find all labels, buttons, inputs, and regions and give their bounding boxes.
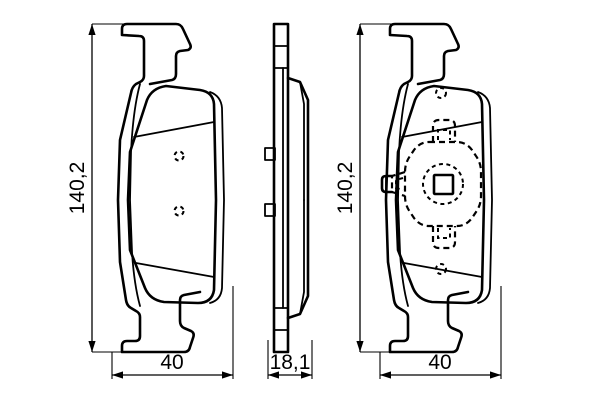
clip-arm-lower [431, 226, 457, 250]
front-rivet-hole-lower [173, 205, 185, 217]
clip-arm-left [390, 170, 406, 198]
rear-friction-material-inner-edge [477, 91, 493, 304]
clip-body-outline [403, 140, 483, 228]
side-width-arrow-right [301, 371, 312, 379]
side-retaining-tab-lower [264, 203, 276, 217]
clip-arm-lower-inner [437, 228, 451, 239]
side-view [264, 22, 310, 354]
rear-rivet-hole-lower [435, 263, 447, 275]
rear-chamfer-line-upper [401, 121, 483, 138]
front-width-dimension-label: 40 [160, 351, 183, 374]
front-width-arrow-left [112, 371, 123, 379]
front-rivet-hole-upper [173, 150, 185, 162]
rear-chamfer-line-lower [403, 262, 483, 278]
clip-pin-protrusion [380, 174, 394, 194]
side-friction-bevel-lower [299, 199, 305, 315]
front-height-dimension: 140,2 [66, 23, 128, 353]
rear-height-arrow-bottom [356, 341, 364, 352]
rear-width-arrow-right [490, 371, 501, 379]
side-backing-plate-outline [272, 22, 290, 354]
side-retaining-tab-upper [264, 147, 276, 161]
rear-width-arrow-left [380, 371, 391, 379]
rear-height-dimension-label: 140,2 [334, 162, 357, 215]
rear-friction-material-outline [394, 84, 486, 305]
clip-center-circle [422, 163, 464, 205]
clip-arm-upper-inner [437, 129, 451, 140]
front-chamfer-line-lower [135, 262, 215, 278]
rear-height-dimension: 140,2 [334, 23, 396, 353]
side-friction-material-outline [286, 76, 310, 320]
rear-width-dimension: 40 [379, 286, 502, 379]
front-height-arrow-top [88, 24, 96, 35]
rear-plate-waist-line [397, 83, 409, 307]
side-width-dimension: 18,1 [267, 340, 313, 379]
rear-height-arrow-top [356, 24, 364, 35]
front-plate-waist-line [129, 83, 141, 307]
side-width-dimension-label: 18,1 [270, 351, 311, 374]
front-height-arrow-bottom [88, 341, 96, 352]
clip-arm-upper [431, 118, 457, 142]
front-width-arrow-right [222, 371, 233, 379]
front-friction-material-outline [126, 84, 218, 305]
front-height-dimension-label: 140,2 [66, 162, 89, 215]
side-friction-bevel-upper [299, 81, 305, 201]
clip-center-square [432, 173, 455, 196]
wear-sensor-clip [380, 118, 483, 250]
side-width-arrow-left [268, 371, 279, 379]
rear-width-dimension-label: 40 [428, 351, 451, 374]
front-friction-material-inner-edge [209, 91, 225, 304]
clip-arm-left-inner [395, 177, 404, 191]
rear-rivet-hole-upper [435, 87, 447, 99]
front-chamfer-line-upper [133, 121, 215, 138]
front-width-dimension: 40 [111, 286, 234, 379]
front-view [116, 22, 225, 354]
